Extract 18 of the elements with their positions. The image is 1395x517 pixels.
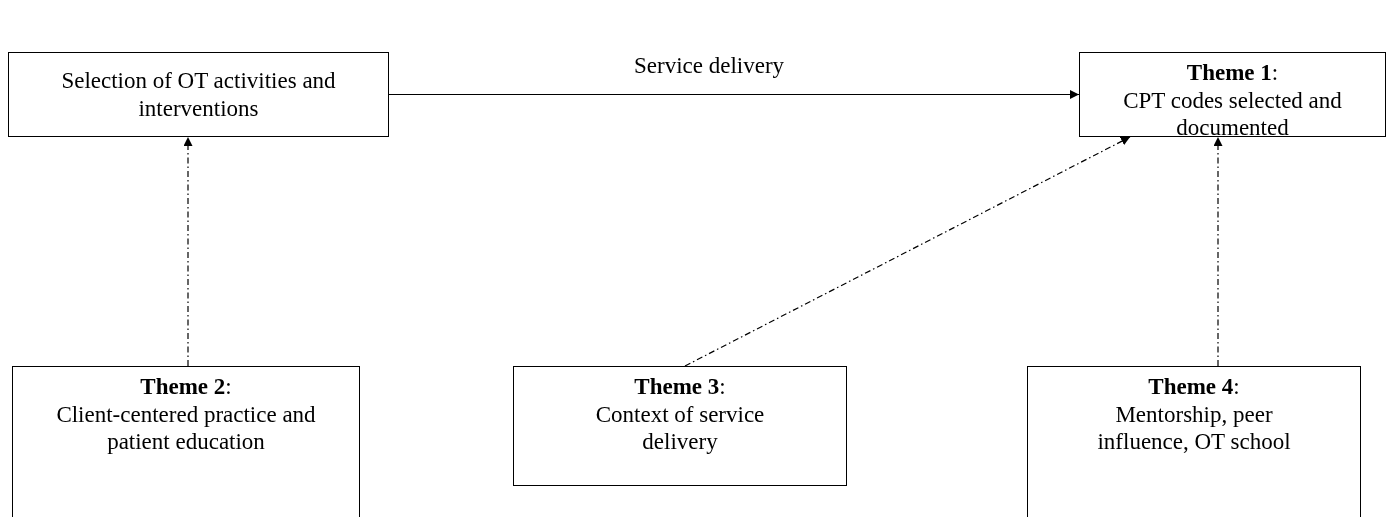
text: Selection of OT activities and interventions [60,66,337,123]
heading: Theme 3: [634,373,726,401]
heading: Theme 4: [1148,373,1240,401]
text-box [1027,366,1361,517]
arrow [684,136,1131,367]
text-box [12,366,360,517]
heading: Theme 1: [1186,59,1279,87]
arrow [183,136,193,367]
text-box [513,366,847,486]
text: Context of service delivery [594,400,766,456]
arrow [388,90,1080,99]
text: Client-centered practice and patient education [56,400,316,456]
text-box [8,52,389,137]
text: CPT codes selected and documented [1122,86,1343,142]
text: Mentorship, peer influence, OT school [1096,400,1292,456]
heading: Theme 2: [140,373,232,401]
text-box [1079,52,1386,137]
arrow [1213,136,1223,367]
